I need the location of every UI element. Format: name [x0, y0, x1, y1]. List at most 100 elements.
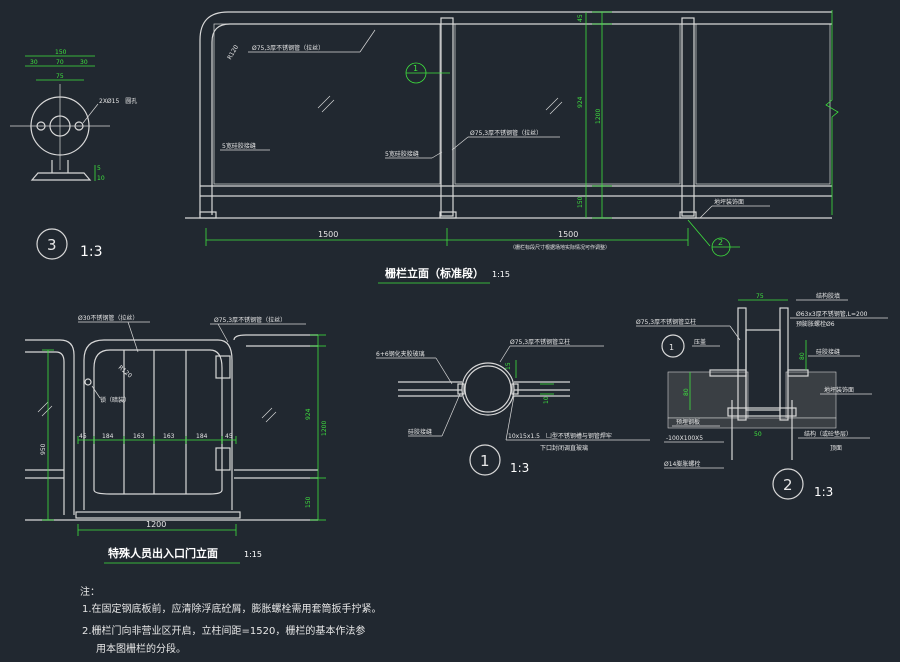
elev-dim-span-1: 1500	[318, 230, 338, 239]
section-2-detail: 75 80 80 50 Ø75,3厚不锈钢管立柱 1 压盖 结构胶填 Ø63x3…	[636, 292, 888, 500]
section-1-seal-label: 硅胶接缝	[408, 428, 432, 436]
flange-bolt-hole-right	[74, 121, 84, 131]
section-2-dim-top: 75	[756, 293, 764, 300]
fence-elevation-standard: R120 Ø75,3厚不锈钢管（拉丝） Ø75,3厚不锈钢管（拉丝） 5宽硅胶接…	[185, 10, 839, 284]
notes-heading: 注：	[80, 585, 100, 598]
section-2-structure-2: 顶面	[830, 445, 842, 452]
section-2-base-plate-label: -100X100X5	[666, 435, 703, 442]
gate-lock	[84, 378, 92, 386]
section-2-seal-mark	[661, 334, 685, 358]
section-2-dim-2: 80	[799, 352, 806, 360]
notes-line-1: 1.在固定钢底板前，应清除浮底砼屑，膨胀螺栓需用套筒扳手拧紧。	[82, 602, 382, 615]
gate-spacing-2: 163	[133, 433, 145, 440]
gate-dim-left: 950	[40, 443, 47, 455]
section-1-post	[461, 362, 515, 416]
floor-label: 地坪装饰面	[714, 198, 744, 206]
gate-spacing-3: 163	[163, 433, 175, 440]
section-2-dim-1: 80	[683, 388, 690, 396]
section-2-callout	[772, 468, 804, 500]
seal-label-mid: 5宽硅胶接缝	[385, 150, 419, 158]
gate-dim-edge-right: 45	[225, 433, 233, 440]
gate-dim-mid: 924	[305, 408, 312, 420]
gate-spacing-5: 184	[196, 433, 208, 440]
post-label: Ø75,3厚不锈钢管（拉丝）	[470, 129, 542, 137]
flange-dim-b: 70	[56, 59, 64, 66]
flange-detail: 150 30 70 30 75 2XØ15 圆孔 5 10 3 1:3	[10, 49, 137, 260]
gate-radius-label: R120	[117, 364, 134, 380]
gate-rail-label-right: Ø75,3厚不锈钢管（拉丝）	[214, 316, 286, 324]
section-2-scale: 1:3	[814, 485, 833, 499]
gate-elevation: Ø30不锈钢管（拉丝） Ø75,3厚不锈钢管（拉丝） R120 锁（暗装） 45…	[25, 314, 328, 564]
flange-callout-circle	[36, 228, 68, 260]
section-1-post-label: Ø75,3厚不锈钢管立柱	[510, 338, 570, 346]
gate-hinge-bottom	[215, 447, 231, 471]
section-2-bolt-label: Ø14膨胀螺栓	[664, 460, 700, 468]
section-2-substrate-left	[667, 371, 749, 419]
post-2	[681, 17, 695, 217]
section-1-channel-label: 10x15x1.5 凵型不锈钢槽与钢管焊牢	[508, 432, 612, 440]
flange-side-view	[30, 172, 92, 181]
gate-inner-frame	[93, 349, 223, 495]
flange-hole-label: 2XØ15 圆孔	[99, 97, 137, 105]
seal-label-left: 5宽硅胶接缝	[222, 142, 256, 150]
section-2-floor-finish: 地坪装饰面	[824, 386, 854, 394]
flange-bolt-hole-left	[36, 121, 46, 131]
section-2-base-plate	[727, 407, 797, 417]
notes-line-2: 2.栅栏门向非营业区开启，立柱间距=1520，栅栏的基本作法参	[82, 624, 365, 637]
gate-outer-frame	[83, 339, 233, 510]
section-2-square-tube: Ø63x3厚不锈钢管,L=200	[796, 310, 868, 318]
gate-dim-edge-left: 45	[79, 433, 87, 440]
gate-scale: 1:15	[244, 550, 262, 559]
section-1-dim-b: 10	[543, 396, 550, 404]
section-2-cover-label: 压盖	[694, 338, 706, 346]
flange-dim-thk-1: 5	[97, 165, 101, 172]
flange-dim-a: 30	[30, 59, 38, 66]
gate-dim-bottom: 150	[305, 496, 312, 508]
section-1-scale: 1:3	[510, 461, 529, 475]
elev-dim-top: 45	[577, 14, 584, 22]
gate-spacing-1: 184	[102, 433, 114, 440]
gate-lock-label: 锁（暗装）	[100, 396, 130, 404]
notes-line-3: 用本图栅栏的分段。	[96, 642, 186, 655]
gate-title: 特殊人员出入口门立面	[108, 546, 218, 560]
section-2-dim-3: 50	[754, 431, 762, 438]
section-mark-1-number: 1	[413, 64, 418, 73]
top-rail-label: Ø75,3厚不锈钢管（拉丝）	[252, 44, 324, 52]
flange-dim-overall: 150	[55, 49, 67, 56]
flange-center-hole	[49, 115, 71, 137]
section-2-silicone: 硅胶接缝	[816, 348, 840, 356]
section-2-steel-plate: 预埋钢板	[676, 418, 700, 426]
top-rail	[199, 11, 832, 215]
elev-dim-mid: 924	[577, 96, 584, 108]
elev-dim-total: 1200	[595, 109, 602, 124]
elev-dim-bottom: 150	[577, 196, 584, 208]
flange-dim-c: 30	[80, 59, 88, 66]
section-2-seal-mark-number: 1	[669, 343, 674, 352]
elev-dim-note: （栅栏标段尺寸根据场地实际情况可作调整）	[510, 244, 610, 251]
section-1-dim-a: 15	[505, 362, 512, 370]
gate-rail-label-left: Ø30不锈钢管（拉丝）	[78, 314, 138, 322]
section-2-structure: 结构（或砼垫层）	[804, 430, 852, 438]
section-1-channel-label-2: 下口封闭调直玻璃	[540, 444, 588, 452]
section-1-callout-number: 1	[480, 452, 490, 470]
elevation-title: 栅栏立面（标准段）	[385, 266, 484, 280]
elev-radius-label: R120	[226, 44, 240, 61]
section-1-callout	[469, 444, 501, 476]
section-2-substrate-right	[785, 371, 837, 419]
elevation-scale: 1:15	[492, 270, 510, 279]
section-mark-2-number: 2	[718, 238, 723, 247]
notes: 注： 1.在固定钢底板前，应清除浮底砼屑，膨胀螺栓需用套筒扳手拧紧。 2.栅栏门…	[80, 585, 382, 655]
flange-callout-number: 3	[47, 236, 57, 254]
section-2-structural-glue: 结构胶填	[816, 292, 840, 300]
flange-dim-inner: 75	[56, 73, 64, 80]
section-1-glass-label: 6+6钢化夹胶玻璃	[376, 350, 425, 358]
gate-dim-width: 1200	[146, 520, 166, 529]
section-2-callout-number: 2	[783, 476, 793, 494]
section-2-expansion-bolt: 预膨胀螺栓Ø6	[796, 320, 835, 328]
section-2-post-label: Ø75,3厚不锈钢管立柱	[636, 318, 696, 326]
post-1	[440, 17, 454, 217]
flange-scale: 1:3	[80, 244, 103, 260]
flange-plate	[30, 96, 90, 156]
gate-dim-total: 1200	[321, 421, 328, 436]
